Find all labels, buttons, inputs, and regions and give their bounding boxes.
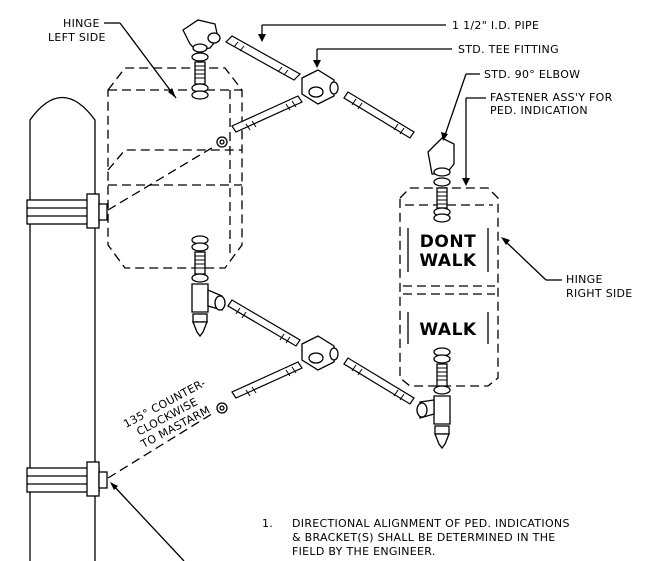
hinge-left-label-1: HINGE: [63, 17, 100, 30]
callout-pipe: 1 1/2" I.D. PIPE: [258, 19, 539, 42]
general-note: 1. DIRECTIONAL ALIGNMENT OF PED. INDICAT…: [262, 517, 570, 558]
callout-fastener: FASTENER ASS'Y FOR PED. INDICATION: [462, 91, 613, 186]
note-line-1: DIRECTIONAL ALIGNMENT OF PED. INDICATION…: [292, 517, 570, 530]
upper-pole-clamp: [26, 193, 108, 229]
note-number: 1.: [262, 517, 273, 530]
note-line-3: FIELD BY THE ENGINEER.: [292, 545, 436, 558]
hinge-left-label-2: LEFT SIDE: [48, 31, 106, 44]
upper-tee-fitting: [301, 69, 339, 105]
callout-hinge-left: HINGE LEFT SIDE: [48, 17, 177, 99]
walk-text: WALK: [419, 320, 476, 340]
upper-left-elbow: [182, 19, 221, 53]
left-signal-housing: [107, 67, 243, 269]
mast-pole: [29, 96, 96, 561]
elbow-label: STD. 90° ELBOW: [484, 68, 580, 81]
lower-pipe-1: [227, 299, 301, 347]
lower-left-tee: [191, 283, 226, 313]
note-line-2: & BRACKET(S) SHALL BE DETERMINED IN THE: [292, 531, 556, 544]
tee-label: STD. TEE FITTING: [458, 43, 559, 56]
dont-walk-indication: DONT WALK: [407, 228, 489, 272]
callout-bottom-leader: [110, 482, 185, 561]
upper-right-elbow: [427, 137, 455, 177]
callout-rotation: 135° COUNTER- CLOCKWISE TO MASTARM: [121, 376, 212, 451]
lower-right-end-cap: [434, 425, 450, 450]
fastener-label-2: PED. INDICATION: [490, 104, 588, 117]
lower-hidden-pipe: [107, 402, 228, 479]
walk-indication: WALK: [407, 312, 489, 344]
upper-pipe-3: [343, 91, 415, 139]
hinge-right-label-2: RIGHT SIDE: [566, 287, 633, 300]
upper-hidden-pipe: [107, 136, 228, 211]
upper-pipe-2: [231, 95, 303, 133]
fastener-label-1: FASTENER ASS'Y FOR: [490, 91, 613, 104]
lower-right-tee: [416, 395, 451, 425]
right-top-washer-stack: [433, 177, 451, 223]
dont-walk-line2: WALK: [419, 251, 476, 271]
lower-left-washer-stack: [191, 235, 209, 283]
right-bottom-washer-stack: [433, 347, 451, 395]
lower-pole-clamp: [26, 461, 108, 497]
upper-pipe-1: [225, 35, 301, 81]
lower-pipe-3: [343, 357, 415, 405]
upper-left-washer-stack: [191, 52, 209, 100]
lower-tee-fitting: [301, 335, 339, 371]
pipe-label: 1 1/2" I.D. PIPE: [452, 19, 539, 32]
lower-left-end-cap: [192, 313, 208, 338]
dont-walk-line1: DONT: [420, 232, 476, 252]
callout-elbow: STD. 90° ELBOW: [441, 68, 580, 141]
callout-tee: STD. TEE FITTING: [313, 43, 559, 68]
hinge-right-label-1: HINGE: [566, 273, 603, 286]
callout-hinge-right: HINGE RIGHT SIDE: [501, 237, 633, 300]
right-signal-housing: [399, 187, 499, 387]
lower-pipe-2: [231, 361, 303, 399]
